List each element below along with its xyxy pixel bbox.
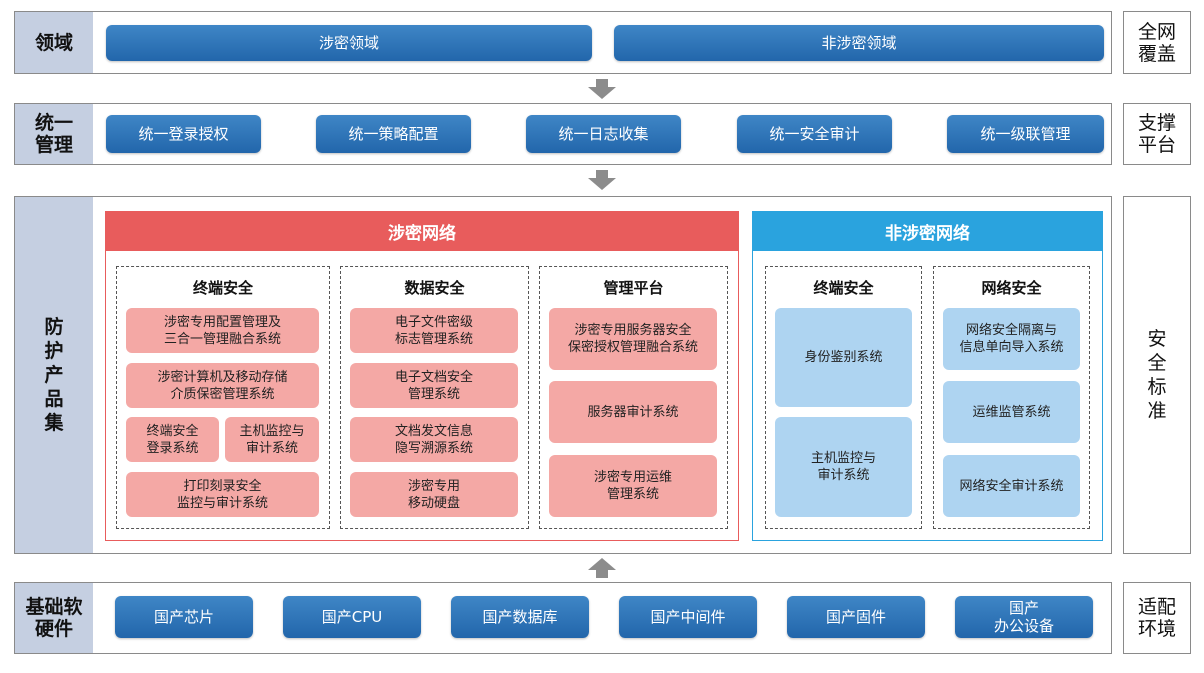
domestic-office-equipment-button[interactable]: 国产 办公设备 — [955, 596, 1093, 638]
unclassified-host-monitor-system[interactable]: 主机监控与 审计系统 — [775, 417, 912, 517]
server-security-auth-system[interactable]: 涉密专用服务器安全 保密授权管理融合系统 — [549, 308, 717, 370]
document-level-mark-system[interactable]: 电子文件密级 标志管理系统 — [350, 308, 518, 353]
host-monitor-audit-system[interactable]: 主机监控与 审计系统 — [225, 417, 319, 462]
print-burn-audit-system[interactable]: 打印刻录安全 监控与审计系统 — [126, 472, 319, 517]
unified-policy-config-button[interactable]: 统一策略配置 — [316, 115, 471, 153]
domestic-cpu-button[interactable]: 国产CPU — [283, 596, 421, 638]
document-security-mgmt-system[interactable]: 电子文档安全 管理系统 — [350, 363, 518, 408]
network-isolation-import-system[interactable]: 网络安全隔离与 信息单向导入系统 — [943, 308, 1080, 370]
unified-cascade-mgmt-button[interactable]: 统一级联管理 — [947, 115, 1104, 153]
ops-mgmt-system[interactable]: 涉密专用运维 管理系统 — [549, 455, 717, 517]
domestic-middleware-button[interactable]: 国产中间件 — [619, 596, 757, 638]
computer-media-mgmt-system[interactable]: 涉密计算机及移动存储 介质保密管理系统 — [126, 363, 319, 408]
data-security-title: 数据安全 — [404, 279, 465, 297]
identity-auth-system[interactable]: 身份鉴别系统 — [775, 308, 912, 407]
unified-security-audit-button[interactable]: 统一安全审计 — [737, 115, 892, 153]
unclassified-terminal-title: 终端安全 — [813, 279, 874, 297]
network-security-audit-system[interactable]: 网络安全审计系统 — [943, 455, 1080, 517]
unified-log-collect-button[interactable]: 统一日志收集 — [526, 115, 681, 153]
ops-supervision-system[interactable]: 运维监管系统 — [943, 381, 1080, 443]
document-steganography-trace-system[interactable]: 文档发文信息 隐写溯源系统 — [350, 417, 518, 462]
classified-terminal-column — [116, 266, 330, 529]
unclassified-terminal-column — [765, 266, 922, 529]
domestic-chip-button[interactable]: 国产芯片 — [115, 596, 253, 638]
unified-login-auth-button[interactable]: 统一登录授权 — [106, 115, 261, 153]
security-standard-label: 安 全 标 准 — [1123, 196, 1191, 554]
network-security-title: 网络安全 — [981, 279, 1042, 297]
down-arrow-2 — [588, 170, 616, 190]
domain-row-label: 领域 — [15, 12, 93, 73]
classified-terminal-title: 终端安全 — [192, 279, 253, 297]
network-security-column — [933, 266, 1090, 529]
terminal-login-system[interactable]: 终端安全 登录系统 — [126, 417, 219, 462]
data-security-column — [340, 266, 529, 529]
mgmt-platform-title: 管理平台 — [603, 279, 664, 297]
up-arrow — [588, 558, 616, 578]
products-row-label: 防 护 产 品 集 — [15, 197, 93, 553]
domestic-firmware-button[interactable]: 国产固件 — [787, 596, 925, 638]
management-row-label: 统一 管理 — [15, 104, 93, 164]
classified-domain-button[interactable]: 涉密领域 — [106, 25, 592, 61]
foundation-row-label: 基础软 硬件 — [15, 583, 93, 653]
classified-mobile-hdd[interactable]: 涉密专用 移动硬盘 — [350, 472, 518, 517]
full-coverage-label: 全网 覆盖 — [1123, 11, 1191, 74]
unclassified-network-title: 非涉密网络 — [752, 211, 1103, 251]
server-audit-system[interactable]: 服务器审计系统 — [549, 381, 717, 443]
classified-network-title: 涉密网络 — [105, 211, 739, 251]
support-platform-label: 支撑 平台 — [1123, 103, 1191, 165]
adaptation-environment-label: 适配 环境 — [1123, 582, 1191, 654]
mgmt-platform-column — [539, 266, 728, 529]
down-arrow-1 — [588, 79, 616, 99]
unclassified-domain-button[interactable]: 非涉密领域 — [614, 25, 1104, 61]
domestic-database-button[interactable]: 国产数据库 — [451, 596, 589, 638]
config-mgmt-fusion-system[interactable]: 涉密专用配置管理及 三合一管理融合系统 — [126, 308, 319, 353]
